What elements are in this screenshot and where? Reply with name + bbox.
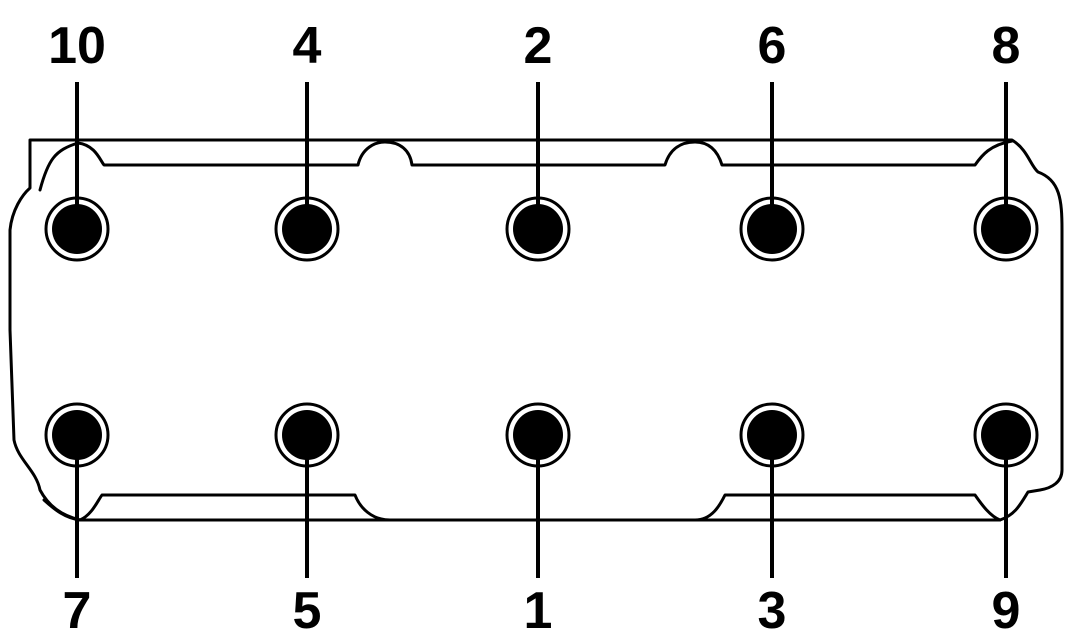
bolt-sequence-label: 10	[48, 17, 106, 75]
bolt-sequence-label: 8	[992, 17, 1021, 75]
bolt-sequence-label: 4	[293, 17, 322, 75]
bolt-sequence-label: 1	[524, 582, 553, 631]
upper-inner-edge	[38, 139, 1014, 192]
bolt-sequence-label: 7	[63, 582, 92, 631]
bolt-sequence-label: 6	[758, 17, 787, 75]
bolt-sequence-label: 9	[992, 582, 1021, 631]
bolt-sequence-label: 5	[293, 582, 322, 631]
cylinder-head-outline	[8, 138, 1064, 522]
bolt-sequence-label: 3	[758, 582, 787, 631]
lower-inner-edge	[42, 493, 1002, 522]
bolt-sequence-label: 2	[524, 17, 553, 75]
